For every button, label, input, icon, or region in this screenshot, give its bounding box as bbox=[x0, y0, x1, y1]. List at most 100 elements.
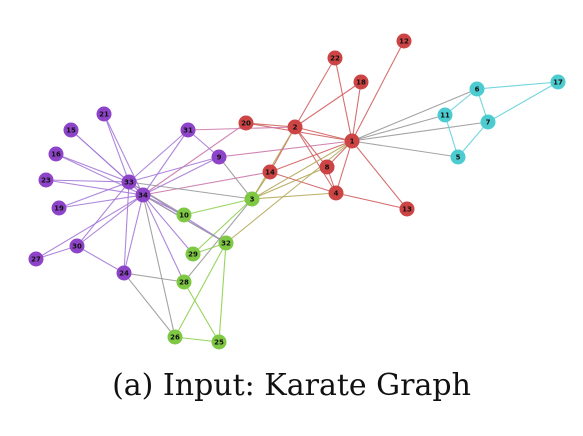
edge-1-11 bbox=[351, 114, 446, 142]
node-circle bbox=[399, 201, 415, 217]
node-label: 3 bbox=[250, 196, 255, 204]
node-label: 8 bbox=[325, 164, 330, 172]
node-1: 1 bbox=[344, 133, 360, 149]
node-circle bbox=[211, 334, 227, 350]
edge-3-9 bbox=[218, 156, 253, 200]
node-3: 3 bbox=[244, 191, 260, 207]
node-circle bbox=[480, 114, 496, 130]
node-2: 2 bbox=[287, 119, 303, 135]
edge-1-5 bbox=[351, 140, 459, 158]
edge-9-33 bbox=[128, 156, 220, 183]
node-26: 26 bbox=[167, 329, 183, 345]
node-label: 6 bbox=[475, 86, 480, 94]
node-label: 5 bbox=[456, 154, 461, 162]
node-label: 15 bbox=[66, 127, 76, 135]
node-label: 10 bbox=[179, 212, 189, 220]
edge-1-18 bbox=[351, 81, 362, 142]
node-label: 21 bbox=[99, 111, 109, 119]
node-24: 24 bbox=[116, 265, 132, 281]
node-circle bbox=[550, 74, 566, 90]
node-circle bbox=[185, 246, 201, 262]
node-circle bbox=[167, 329, 183, 345]
node-32: 32 bbox=[218, 235, 234, 251]
node-circle bbox=[38, 172, 54, 188]
node-4: 4 bbox=[328, 185, 344, 201]
edge-23-34 bbox=[45, 179, 144, 196]
node-label: 4 bbox=[334, 190, 339, 198]
edge-1-22 bbox=[334, 57, 353, 142]
node-circle bbox=[353, 74, 369, 90]
edge-30-34 bbox=[76, 194, 144, 247]
node-circle bbox=[51, 200, 67, 216]
node-label: 28 bbox=[179, 279, 189, 287]
edge-1-13 bbox=[351, 140, 408, 210]
node-5: 5 bbox=[450, 149, 466, 165]
node-circle bbox=[396, 33, 412, 49]
edge-4-14 bbox=[269, 171, 337, 194]
node-label: 32 bbox=[221, 240, 231, 248]
node-circle bbox=[262, 164, 278, 180]
edge-3-4 bbox=[251, 192, 337, 200]
node-label: 27 bbox=[31, 256, 41, 264]
node-label: 22 bbox=[330, 55, 340, 63]
edge-3-8 bbox=[251, 166, 328, 200]
node-circle bbox=[180, 122, 196, 138]
node-label: 2 bbox=[293, 124, 298, 132]
node-16: 16 bbox=[48, 146, 64, 162]
edge-10-33 bbox=[128, 181, 185, 216]
node-29: 29 bbox=[185, 246, 201, 262]
edge-24-30 bbox=[76, 245, 125, 274]
node-27: 27 bbox=[28, 251, 44, 267]
edge-25-28 bbox=[183, 281, 220, 343]
node-33: 33 bbox=[121, 174, 137, 190]
edge-2-3 bbox=[251, 126, 296, 200]
edge-1-14 bbox=[269, 140, 353, 173]
edge-24-26 bbox=[123, 272, 176, 338]
edge-6-17 bbox=[476, 81, 559, 90]
node-6: 6 bbox=[469, 81, 485, 97]
node-14: 14 bbox=[262, 164, 278, 180]
nodes-layer: 1234567891011121314151617181920212223242… bbox=[28, 33, 566, 350]
edge-27-34 bbox=[35, 194, 144, 260]
edge-3-28 bbox=[183, 198, 253, 283]
edge-20-34 bbox=[142, 122, 247, 196]
edge-31-33 bbox=[128, 129, 189, 183]
node-circle bbox=[211, 149, 227, 165]
node-label: 26 bbox=[170, 334, 180, 342]
node-circle bbox=[48, 146, 64, 162]
node-circle bbox=[176, 274, 192, 290]
node-label: 17 bbox=[553, 79, 563, 87]
edge-21-33 bbox=[103, 113, 130, 183]
edge-19-34 bbox=[58, 194, 144, 209]
node-circle bbox=[116, 265, 132, 281]
edge-16-33 bbox=[55, 153, 130, 183]
node-label: 12 bbox=[399, 38, 409, 46]
edge-1-12 bbox=[351, 40, 405, 142]
node-label: 9 bbox=[217, 154, 222, 162]
node-circle bbox=[96, 106, 112, 122]
node-label: 11 bbox=[440, 112, 450, 120]
node-23: 23 bbox=[38, 172, 54, 188]
node-label: 30 bbox=[72, 243, 82, 251]
node-label: 1 bbox=[350, 138, 355, 146]
edge-21-34 bbox=[103, 113, 144, 196]
edge-1-7 bbox=[351, 121, 489, 142]
edge-9-34 bbox=[142, 156, 220, 196]
edge-23-33 bbox=[45, 179, 130, 183]
node-17: 17 bbox=[550, 74, 566, 90]
edge-28-34 bbox=[142, 194, 185, 283]
node-circle bbox=[69, 238, 85, 254]
edge-25-32 bbox=[218, 242, 227, 343]
edge-1-32 bbox=[225, 140, 353, 244]
edge-29-34 bbox=[142, 194, 194, 255]
edge-24-34 bbox=[123, 194, 144, 274]
edge-3-10 bbox=[183, 198, 253, 216]
edge-14-34 bbox=[142, 171, 271, 196]
node-20: 20 bbox=[238, 115, 254, 131]
node-19: 19 bbox=[51, 200, 67, 216]
figure-caption: (a) Input: Karate Graph bbox=[112, 368, 471, 403]
node-circle bbox=[344, 133, 360, 149]
edge-1-4 bbox=[335, 140, 353, 194]
edge-3-29 bbox=[192, 198, 253, 255]
edge-1-2 bbox=[294, 126, 353, 142]
